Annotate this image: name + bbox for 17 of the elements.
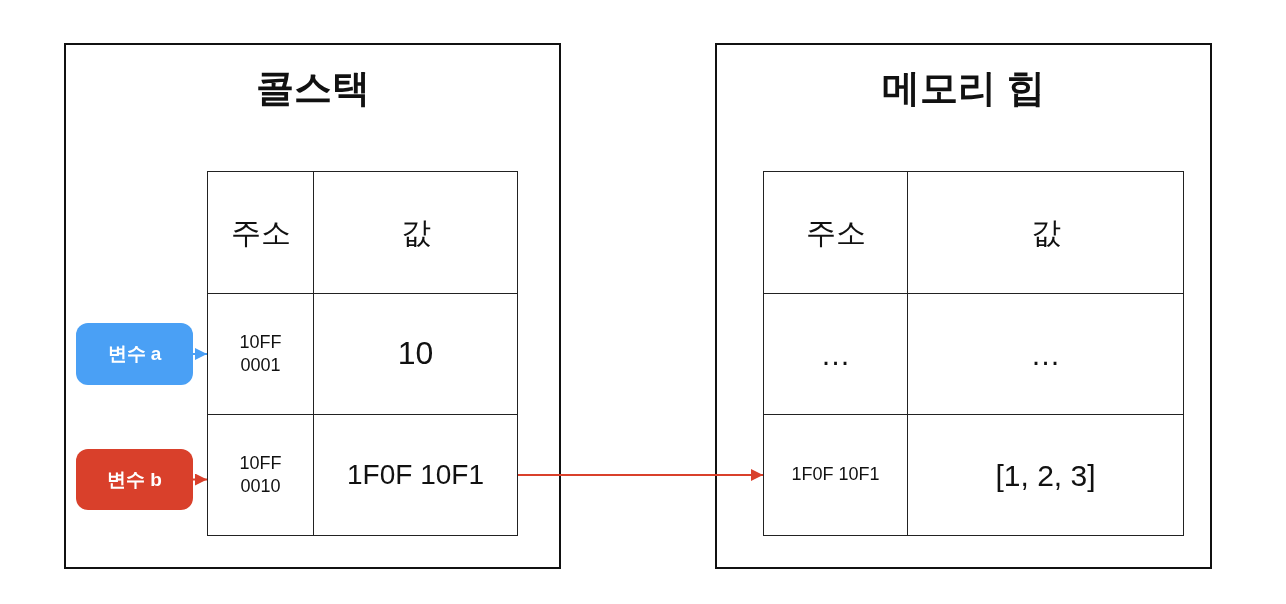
variable-label: 변수 b xyxy=(76,449,193,510)
arrow xyxy=(192,348,208,360)
table-cell: [1, 2, 3] xyxy=(907,414,1184,536)
panel-title: 콜스택 xyxy=(254,66,371,111)
table-cell: 1F0F 10F1 xyxy=(313,414,518,536)
variable-label: 변수 a xyxy=(76,323,193,385)
arrow xyxy=(517,469,764,481)
arrow xyxy=(192,473,208,486)
table-cell: 10FF 0010 xyxy=(207,414,314,536)
panel-title: 메모리 힙 xyxy=(881,66,1046,111)
table-cell: 주소 xyxy=(207,171,314,294)
table-cell: 값 xyxy=(313,171,518,294)
table-cell: 값 xyxy=(907,171,1184,294)
table-cell: 주소 xyxy=(763,171,908,294)
stack-panel xyxy=(64,43,561,569)
heap-panel xyxy=(715,43,1212,569)
table-cell: 1F0F 10F1 xyxy=(763,414,908,536)
